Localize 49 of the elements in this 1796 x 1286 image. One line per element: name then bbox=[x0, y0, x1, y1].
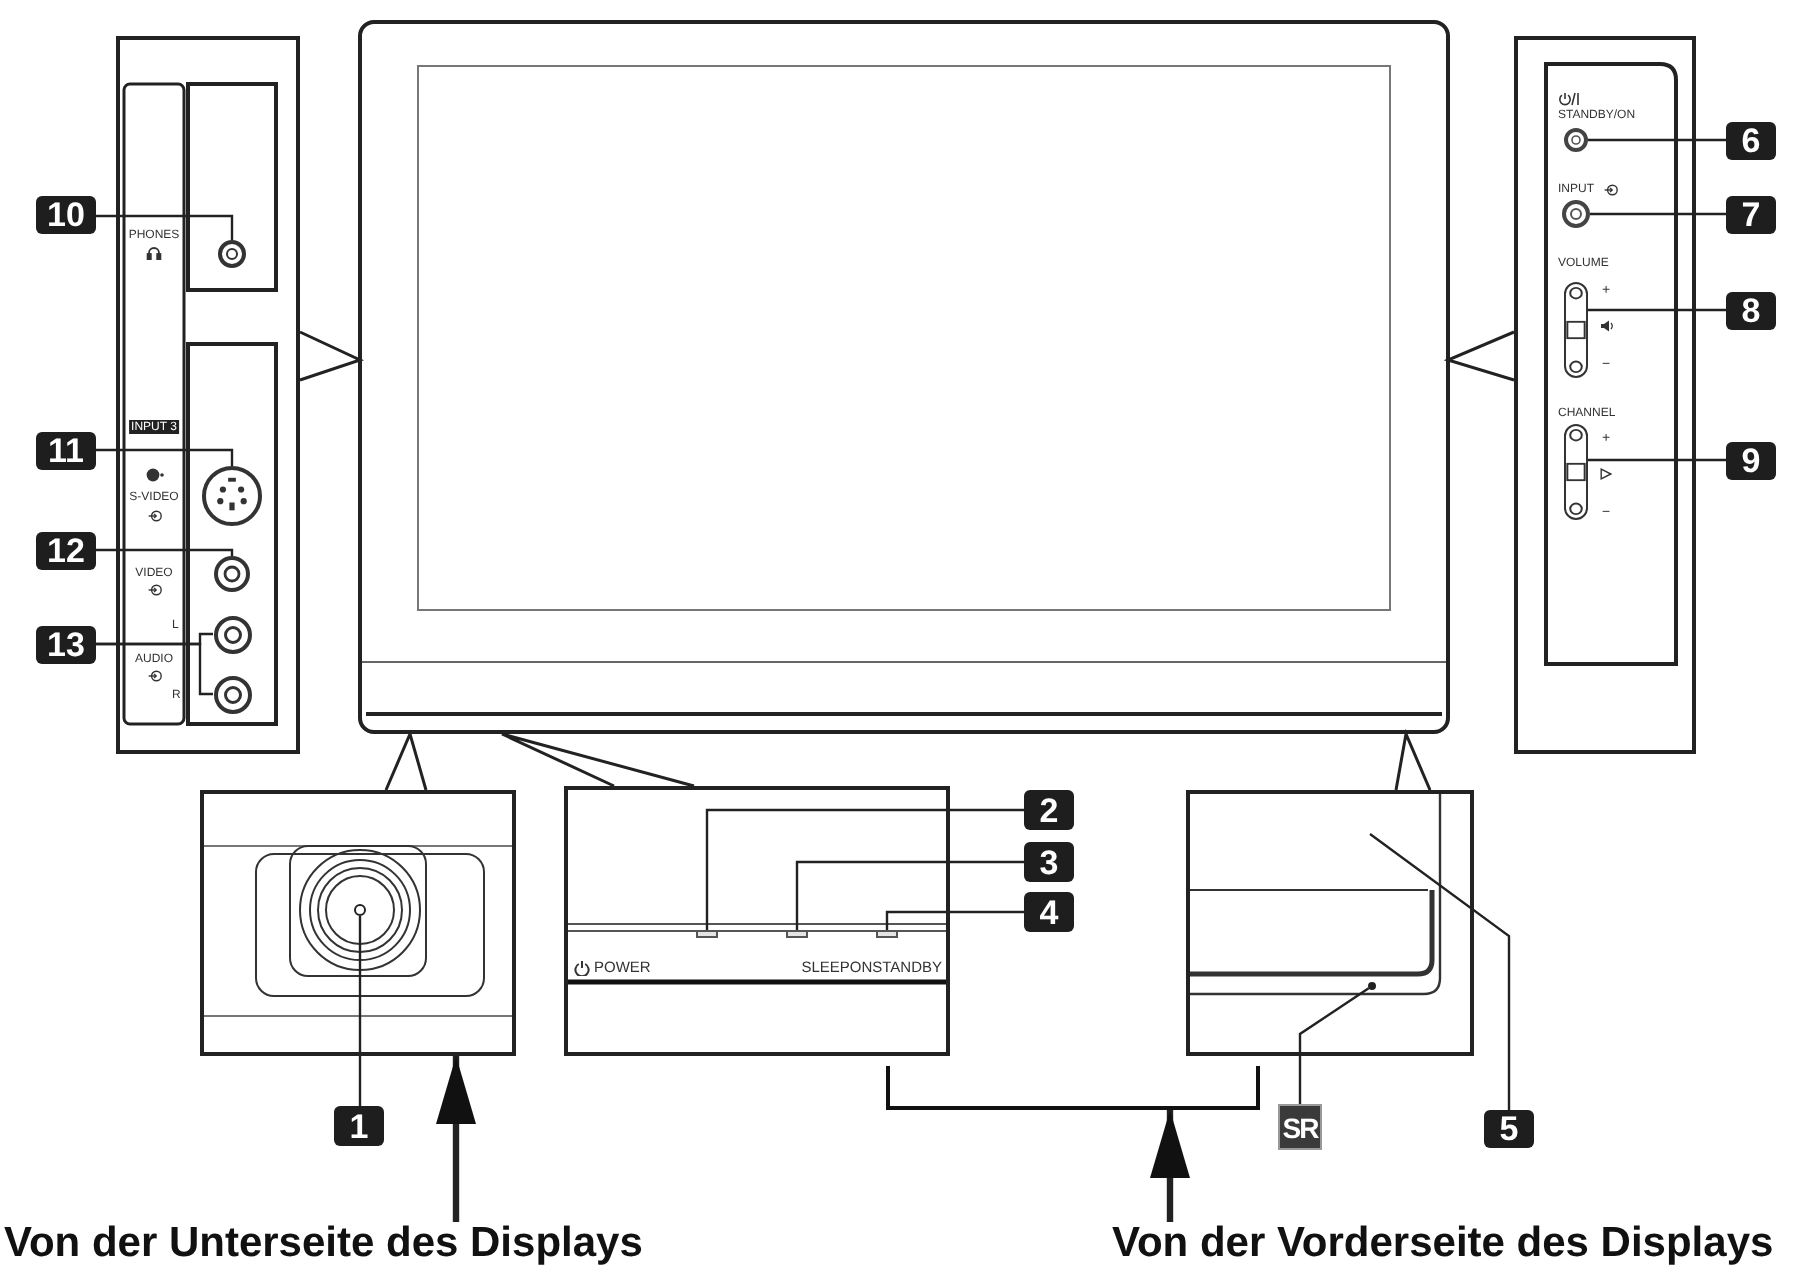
callout-number: 2 bbox=[1024, 790, 1074, 830]
s-video-jack bbox=[202, 466, 262, 526]
leader-line bbox=[96, 548, 234, 556]
leader-line bbox=[705, 808, 1024, 930]
callout-number: 5 bbox=[1484, 1110, 1534, 1148]
callout-number: 8 bbox=[1726, 292, 1776, 330]
detail-view-panel bbox=[1186, 790, 1474, 1056]
leader-line bbox=[1369, 833, 1511, 1110]
callout-number: 10 bbox=[36, 196, 96, 234]
leader-line bbox=[1588, 308, 1726, 312]
leader-line bbox=[1590, 212, 1726, 216]
channel-rocker bbox=[1564, 424, 1588, 520]
detail-view-panel bbox=[200, 790, 516, 1056]
indicator-light bbox=[786, 930, 808, 938]
leader-line bbox=[96, 448, 234, 466]
callout-number: 9 bbox=[1726, 442, 1776, 480]
detail-view-panel bbox=[564, 786, 950, 1056]
indicator-light bbox=[696, 930, 718, 938]
arrow bbox=[436, 1056, 476, 1222]
leader-line bbox=[96, 214, 234, 240]
callout-number: 6 bbox=[1726, 122, 1776, 160]
input-button bbox=[1562, 200, 1590, 228]
power-button bbox=[1564, 128, 1588, 152]
callout-number: 4 bbox=[1024, 892, 1074, 932]
side-panel bbox=[116, 36, 300, 754]
audio-jack bbox=[213, 615, 251, 653]
callout-number: 13 bbox=[36, 626, 96, 664]
arrow bbox=[1150, 1110, 1190, 1222]
leader-line bbox=[1588, 458, 1726, 462]
side-panel bbox=[1514, 36, 1696, 754]
leader-line bbox=[96, 642, 213, 696]
leader-line bbox=[1298, 987, 1370, 1104]
callout-number: 11 bbox=[36, 432, 96, 470]
callout-number: 7 bbox=[1726, 196, 1776, 234]
bracket bbox=[886, 1066, 1260, 1110]
caption: Von der Unterseite des Displays bbox=[4, 1222, 654, 1270]
volume-rocker bbox=[1564, 282, 1588, 378]
audio-jack bbox=[213, 675, 251, 713]
leader-line bbox=[795, 860, 1024, 930]
headphone-jack bbox=[218, 240, 246, 268]
sensor-badge: SR bbox=[1278, 1104, 1322, 1150]
callout-number: 12 bbox=[36, 532, 96, 570]
video-jack bbox=[214, 556, 250, 592]
callout-number: 1 bbox=[334, 1106, 384, 1146]
callout-number: 3 bbox=[1024, 842, 1074, 882]
indicator-light bbox=[876, 930, 898, 938]
leader-line bbox=[885, 910, 1024, 930]
leader-line bbox=[1588, 138, 1726, 142]
caption: Von der Vorderseite des Displays bbox=[1112, 1222, 1788, 1270]
